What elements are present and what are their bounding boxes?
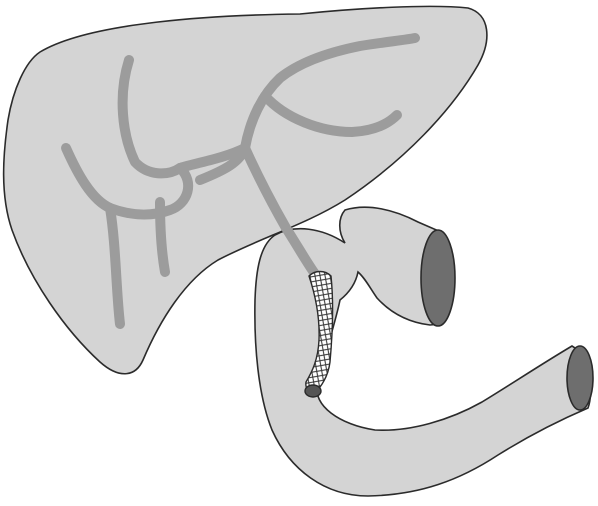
right-middle-branch xyxy=(160,202,165,272)
stomach-outlet-lumen xyxy=(421,230,455,326)
jejunum-outlet-lumen xyxy=(567,346,593,410)
stent-distal-end xyxy=(305,385,321,397)
